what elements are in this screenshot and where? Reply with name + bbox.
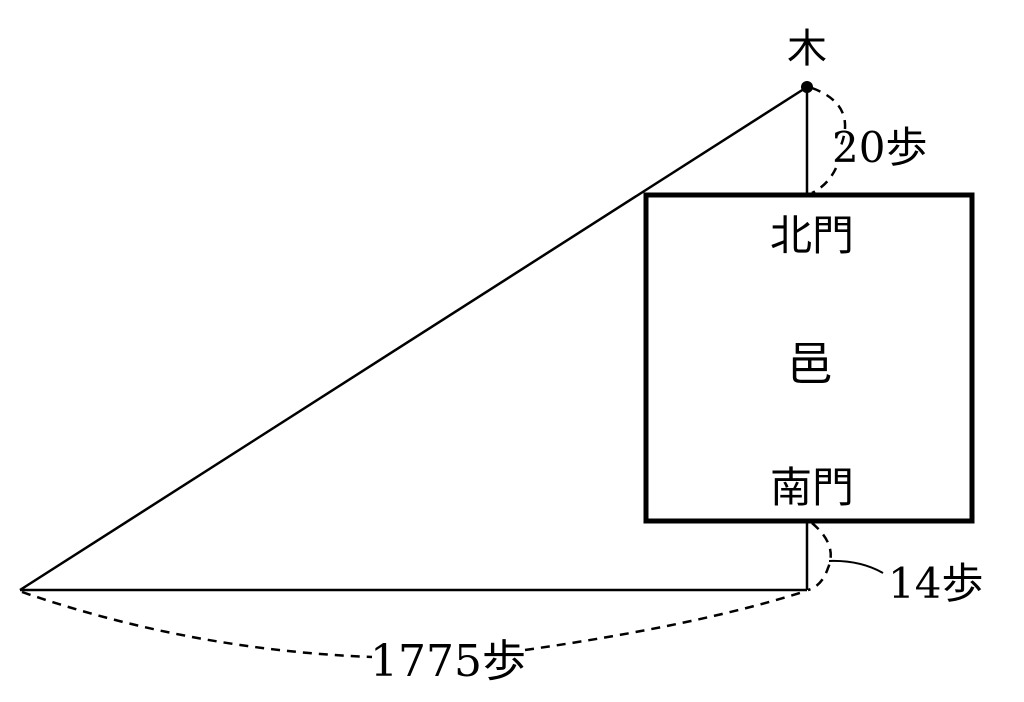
town-wall: [643, 192, 975, 524]
south-distance-arc: [807, 522, 832, 592]
west-distance-label: 1775歩: [370, 636, 526, 687]
town-label: 邑: [787, 337, 833, 391]
north-gate-label: 北門: [770, 211, 854, 260]
tree-label: 木: [787, 26, 827, 72]
west-distance-arc-left: [21, 590, 373, 659]
line-of-sight: [19, 85, 808, 592]
west-distance-arc-right: [524, 589, 807, 652]
north-distance-arc: [811, 86, 847, 195]
south-distance-label: 14歩: [888, 559, 983, 608]
north-distance-label: 20歩: [832, 123, 927, 172]
south-gate-label: 南門: [770, 463, 854, 512]
south-distance-leader: [828, 559, 884, 574]
